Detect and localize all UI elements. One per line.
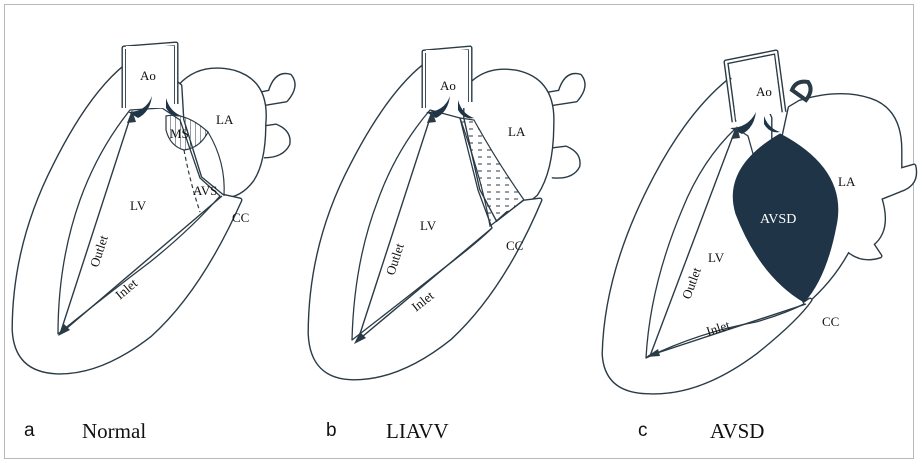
panel-b-title: LIAVV (386, 419, 449, 444)
label-ao: Ao (440, 78, 456, 93)
panel-c-title: AVSD (710, 419, 764, 444)
la-appendage-upper (792, 82, 811, 100)
panel-b-letter: b (326, 420, 337, 442)
label-lv: LV (708, 250, 725, 265)
panel-avsd: Ao LA AVSD LV CC Outlet Inlet (604, 52, 915, 392)
label-cc: CC (506, 238, 523, 253)
label-la: LA (216, 112, 234, 127)
label-la: LA (838, 174, 856, 189)
label-cc: CC (232, 210, 249, 225)
panel-a-letter: a (24, 420, 35, 442)
label-avsd-defect: AVSD (760, 212, 796, 227)
la-appendage-lower (550, 148, 578, 176)
label-lv: LV (130, 198, 147, 213)
panel-c-letter: c (638, 420, 648, 442)
label-la: LA (508, 124, 526, 139)
panel-a-title: Normal (82, 419, 146, 444)
label-avs: AVS (193, 183, 217, 198)
label-lv: LV (420, 218, 437, 233)
label-ao: Ao (140, 68, 156, 83)
label-ms: MS (170, 126, 189, 141)
panel-normal: Ao LA MS LV AVS CC Outlet Inlet (14, 44, 293, 372)
label-cc: CC (822, 314, 839, 329)
label-ao: Ao (756, 84, 772, 99)
panel-liavv: Ao LA LV CC Outlet Inlet (310, 48, 583, 378)
